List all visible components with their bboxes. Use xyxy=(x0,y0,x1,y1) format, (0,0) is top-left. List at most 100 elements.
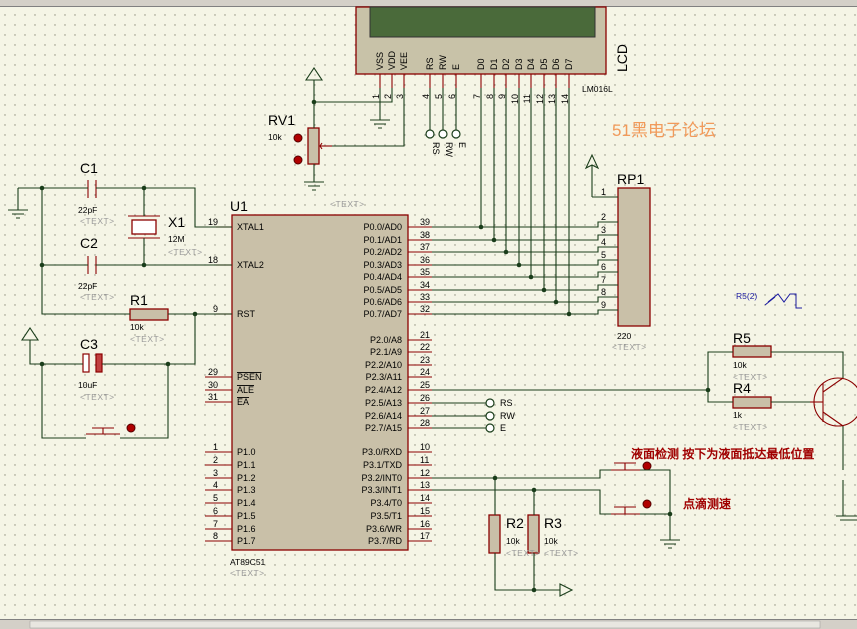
c1-capacitor[interactable]: C1 22pF xyxy=(78,160,98,215)
mcu-pin-number: 24 xyxy=(420,367,430,377)
mcu-pin-number: 11 xyxy=(420,455,429,465)
text-placeholder: <TEXT> xyxy=(80,292,115,302)
rv1-value: 10k xyxy=(268,132,282,142)
rv1-probe-icon xyxy=(293,133,303,143)
junction xyxy=(141,185,147,191)
lcd-pin-number: 9 xyxy=(497,94,507,99)
drip-measure-label: 点滴测速 xyxy=(683,496,731,511)
p2-terminal[interactable] xyxy=(485,398,495,408)
p0-bus-line xyxy=(569,309,618,315)
probe-label: R5(2) xyxy=(736,291,757,301)
p2-terminal[interactable] xyxy=(485,423,495,433)
mcu-pin-name: P0.7/AD7 xyxy=(363,309,402,319)
c1-ref: C1 xyxy=(80,160,98,176)
r3-resistor[interactable]: R3 10k xyxy=(527,514,562,554)
r2-ref: R2 xyxy=(506,515,524,531)
lcd-pin-number: 7 xyxy=(472,94,482,99)
lcd-pin-number: 1 xyxy=(371,94,381,99)
lcd-terminal[interactable] xyxy=(425,129,435,139)
lcd-pin-number: 13 xyxy=(547,94,557,104)
r1-value: 10k xyxy=(130,322,144,332)
p0-bus-line xyxy=(506,246,618,253)
junction xyxy=(503,249,509,255)
c3-ref: C3 xyxy=(80,336,98,352)
lcd-pin-number: 8 xyxy=(485,94,495,99)
mcu-pin-number: 37 xyxy=(420,242,430,252)
horizontal-scrollbar[interactable] xyxy=(0,619,857,629)
c2-ref: C2 xyxy=(80,235,98,251)
x1-crystal[interactable]: X1 12M xyxy=(128,214,185,244)
p2-terminal-label: RS xyxy=(500,398,513,408)
junction xyxy=(528,274,534,280)
mcu-u1[interactable]: U1 AT89C51 xyxy=(230,198,409,567)
rp1-pin-number: 3 xyxy=(601,225,606,235)
mcu-pin-number: 30 xyxy=(208,380,218,390)
mcu-pin-name: P3.5/T1 xyxy=(370,511,402,521)
r4-ref: R4 xyxy=(733,380,751,396)
rp1-pin-number: 7 xyxy=(601,275,606,285)
lcd-pin-number: 11 xyxy=(522,94,532,103)
mcu-pin-name: P1.2 xyxy=(237,473,256,483)
text-placeholder: <TEXT> xyxy=(733,422,768,432)
mcu-pin-name: P1.4 xyxy=(237,498,256,508)
mcu-pin-number: 31 xyxy=(208,392,218,402)
lcd-pin-name: E xyxy=(451,64,461,70)
p2-terminal[interactable] xyxy=(485,411,495,421)
text-placeholder: <TEXT> xyxy=(733,372,768,382)
mcu-pin-name: P3.1/TXD xyxy=(363,460,403,470)
mcu-pin-number: 29 xyxy=(208,367,218,377)
switch-probe-icon xyxy=(642,499,652,509)
lcd-pin-number: 14 xyxy=(560,94,570,104)
rp1-value: 220 xyxy=(617,331,631,341)
lcd-pin-name: D4 xyxy=(526,58,536,70)
signal-probe[interactable]: R5(2) xyxy=(736,291,802,309)
lcd-pin-name: VDD xyxy=(387,50,397,70)
lcd-terminal[interactable] xyxy=(451,129,461,139)
mcu-pin-name: P0.3/AD3 xyxy=(363,260,402,270)
transistor[interactable] xyxy=(810,377,857,427)
lcd-terminal-label: RW xyxy=(444,142,454,157)
mcu-pin-name: P3.3/INT1 xyxy=(361,485,402,495)
lcd-terminal-label: RS xyxy=(431,142,441,155)
mcu-pin-name: P1.5 xyxy=(237,511,256,521)
p2-terminal-label: RW xyxy=(500,411,515,421)
drip-measure-switch[interactable] xyxy=(611,499,652,515)
mcu-pin-name: P0.1/AD1 xyxy=(363,235,402,245)
mcu-pin-name: P2.7/A15 xyxy=(365,423,402,433)
wire-junctions xyxy=(39,99,711,593)
p0-bus-line xyxy=(556,296,618,303)
junction xyxy=(39,361,45,367)
mcu-pin-name: P0.4/AD4 xyxy=(363,272,402,282)
c3-value: 10uF xyxy=(78,380,97,390)
lcd-terminal[interactable] xyxy=(438,129,448,139)
mcu-pin-name: EA xyxy=(237,397,249,407)
mcu-pin-number: 1 xyxy=(213,442,218,452)
rv1-probe-icon xyxy=(293,155,303,165)
p0-bus-line xyxy=(519,259,618,266)
mcu-pin-name: P1.1 xyxy=(237,460,256,470)
reset-button[interactable] xyxy=(86,423,136,435)
rp1-pin-number: 8 xyxy=(601,287,606,297)
mcu-pin-number: 23 xyxy=(420,355,430,365)
p0-bus-line xyxy=(494,234,618,241)
mcu-pin-number: 34 xyxy=(420,280,430,290)
c3-capacitor[interactable]: C3 10uF xyxy=(78,336,103,390)
level-detect-switch[interactable] xyxy=(611,461,652,471)
top-toolbar[interactable] xyxy=(0,0,857,7)
rp1-pin-number: 4 xyxy=(601,237,606,247)
mcu-pin-number: 17 xyxy=(420,531,430,541)
mcu-pin-name: P3.7/RD xyxy=(368,536,403,546)
rp1-resistor-pack[interactable]: RP1 220 xyxy=(617,171,651,341)
lcd-pin-number: 10 xyxy=(510,94,520,104)
junction xyxy=(492,475,498,481)
lcd-pin-name: D3 xyxy=(514,58,524,70)
mcu-pin-number: 22 xyxy=(420,342,430,352)
lcd-ref: LCD xyxy=(614,44,630,72)
junction xyxy=(516,262,522,268)
r5-value: 10k xyxy=(733,360,747,370)
lcd-module[interactable]: LCD LM016L xyxy=(355,6,630,94)
junction xyxy=(531,587,537,593)
